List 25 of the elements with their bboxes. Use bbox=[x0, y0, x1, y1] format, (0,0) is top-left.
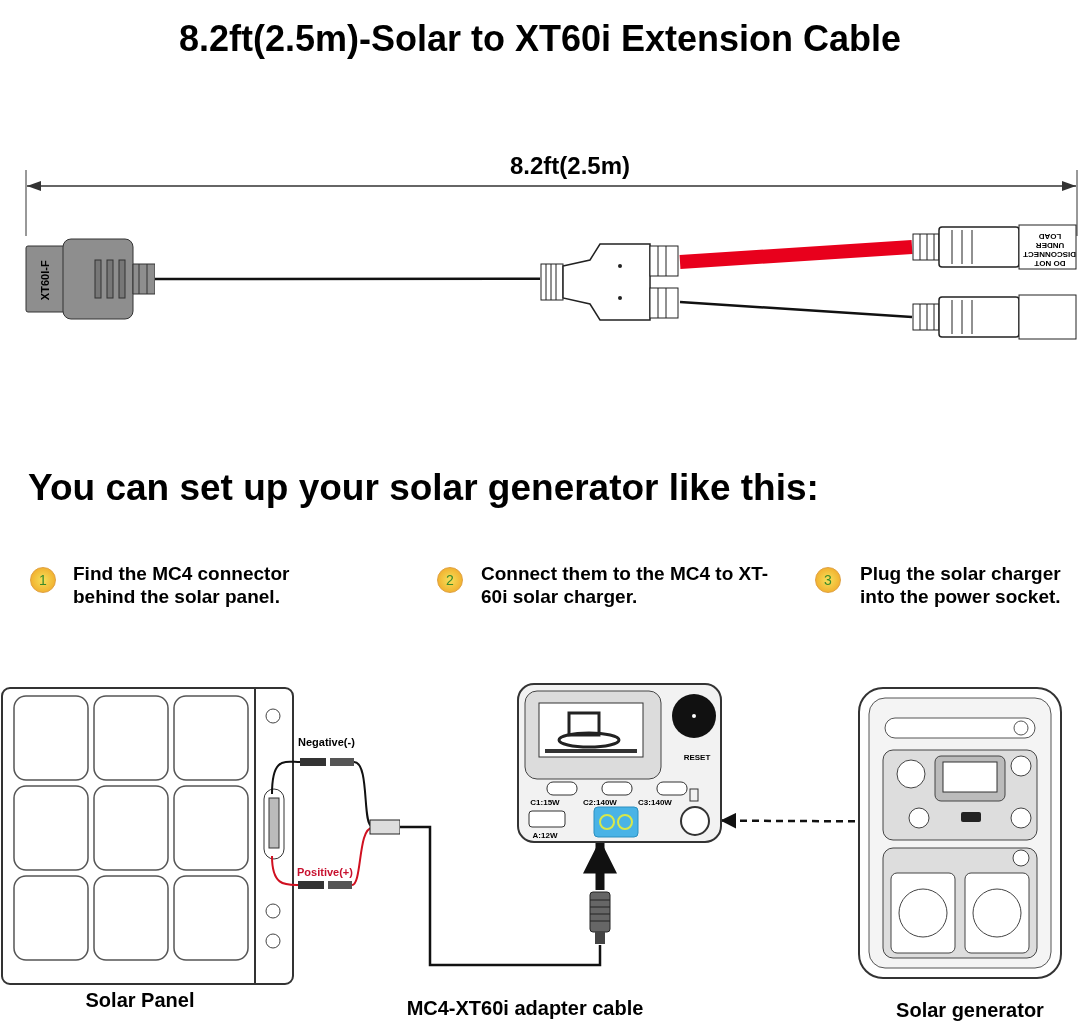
dimension-label: 8.2ft(2.5m) bbox=[508, 151, 631, 181]
step-text: Find the MC4 connector behind the solar panel. bbox=[73, 562, 291, 608]
step-number-badge: 1 bbox=[30, 567, 56, 593]
cable-line bbox=[155, 277, 540, 281]
step-number-badge: 3 bbox=[815, 567, 841, 593]
cable-line bbox=[679, 300, 913, 319]
node-label: Solar Panel bbox=[84, 988, 196, 1013]
wire-label: Positive(+) bbox=[297, 865, 354, 880]
port-label: A:12W bbox=[531, 831, 559, 840]
title: 8.2ft(2.5m)-Solar to XT60i Extension Cable bbox=[177, 17, 903, 61]
port-label: C3:140W bbox=[637, 798, 673, 807]
node-label: MC4-XT60i adapter cable bbox=[405, 996, 645, 1021]
cable-line bbox=[400, 825, 602, 967]
wire-label: Negative(-) bbox=[298, 735, 356, 750]
port-label: C2:140W bbox=[582, 798, 618, 807]
port-label: C1:15W bbox=[529, 798, 561, 807]
node-label: Solar generator bbox=[895, 998, 1045, 1023]
step-text: Connect them to the MC4 to XT-60i solar charger. bbox=[481, 562, 770, 608]
connector-label: XT60I-F bbox=[37, 259, 52, 303]
button-label: RESET bbox=[682, 752, 712, 764]
section-heading: You can set up your solar generator like this: bbox=[28, 466, 820, 510]
step-text: Plug the solar charger into the power socket. bbox=[860, 562, 1062, 608]
connector-label: DO NOT DISCONNECT UNDER LOAD bbox=[1024, 232, 1076, 268]
step-number-badge: 2 bbox=[437, 567, 463, 593]
cable-line bbox=[679, 240, 913, 269]
